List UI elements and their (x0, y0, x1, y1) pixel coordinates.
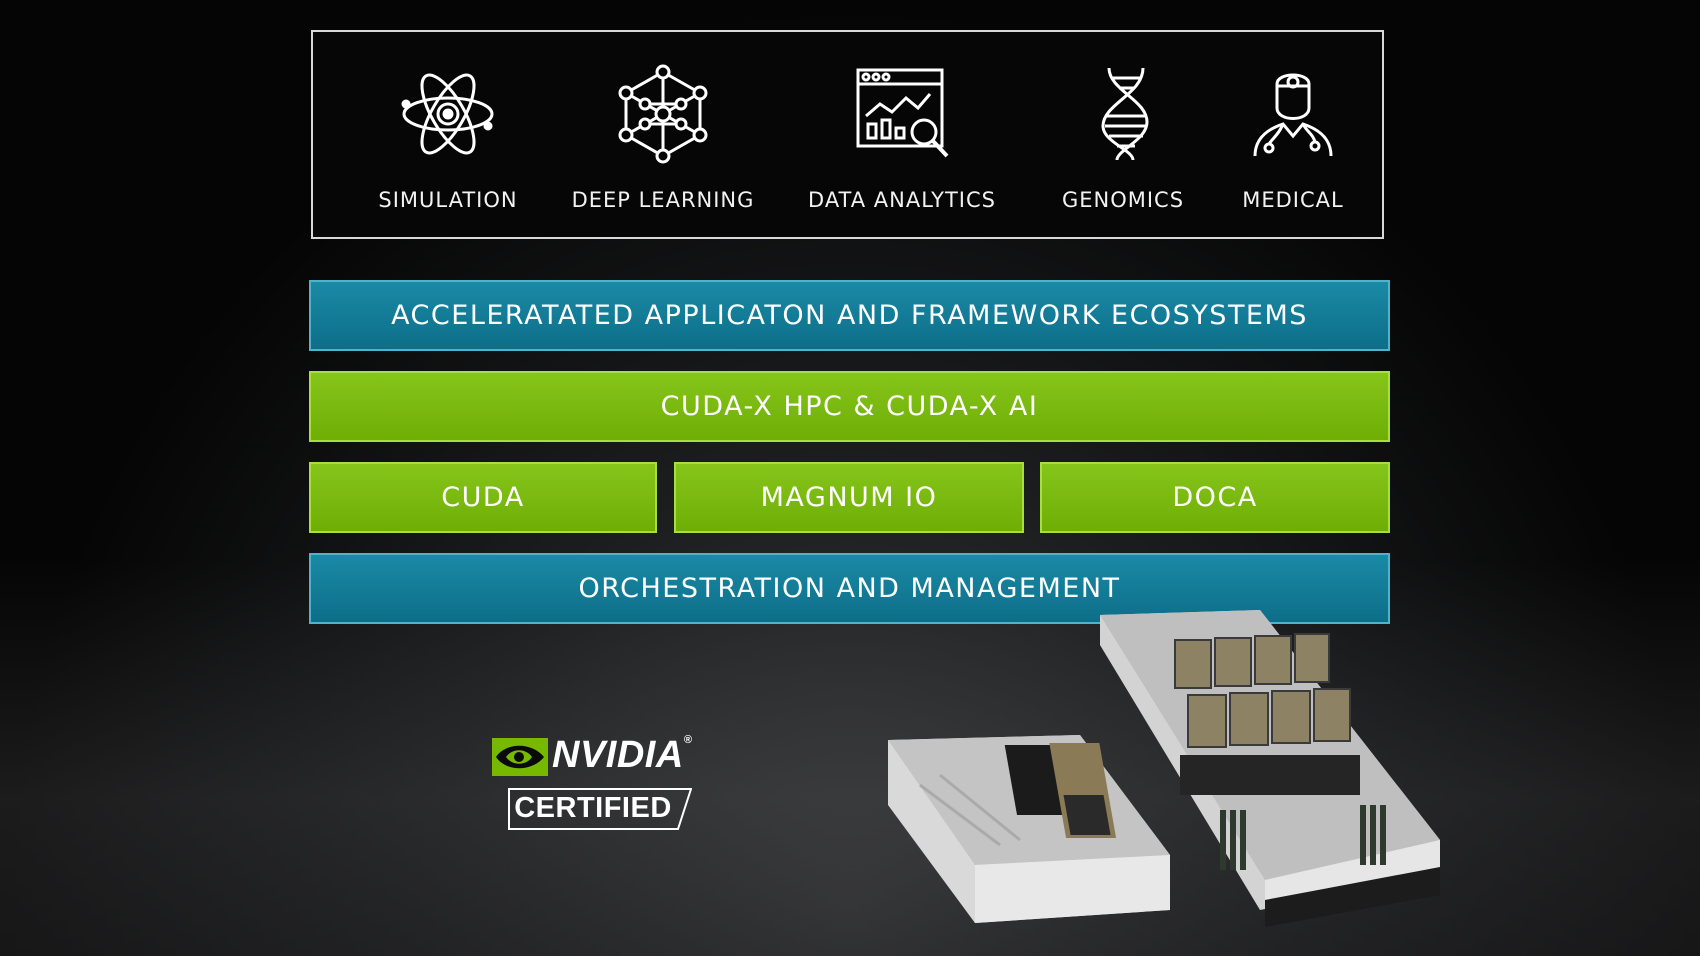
magnum-io-layer: MAGNUM IO (674, 462, 1024, 533)
certified-badge: CERTIFIED (508, 788, 692, 830)
domain-simulation: SIMULATION (373, 32, 523, 237)
nvidia-eye-icon (492, 738, 548, 776)
badge-frame (508, 788, 692, 830)
ecosystems-layer: ACCELERATATED APPLICATON AND FRAMEWORK E… (309, 280, 1390, 351)
domain-label: DEEP LEARNING (571, 188, 755, 212)
cuda-layer: CUDA (309, 462, 657, 533)
domain-label: SIMULATION (378, 188, 518, 212)
atom-icon (401, 73, 494, 155)
cuda-x-layer: CUDA-X HPC & CUDA-X AI (309, 371, 1390, 442)
server-hardware-image (888, 610, 1440, 927)
certified-label: CERTIFIED (514, 792, 672, 824)
dna-icon (1101, 67, 1149, 161)
domain-genomics: GENOMICS (1043, 32, 1203, 237)
doctor-icon (1253, 73, 1333, 157)
neural-network-icon (618, 64, 708, 164)
doca-layer: DOCA (1040, 462, 1390, 533)
domain-data-analytics: DATA ANALYTICS (797, 32, 1007, 237)
domain-deep-learning: DEEP LEARNING (563, 32, 763, 237)
domain-label: DATA ANALYTICS (808, 188, 996, 212)
domain-label: MEDICAL (1242, 188, 1344, 212)
analytics-dashboard-icon (856, 68, 949, 158)
domain-medical: MEDICAL (1213, 32, 1373, 237)
small-server (888, 735, 1170, 923)
gpu-server (1100, 610, 1440, 927)
nvidia-logo: NVIDIA® (492, 734, 692, 780)
nvidia-wordmark: NVIDIA® (552, 734, 693, 776)
application-domains-panel: SIMULATION DEEP LEARNING (311, 30, 1384, 239)
domain-label: GENOMICS (1061, 188, 1185, 212)
